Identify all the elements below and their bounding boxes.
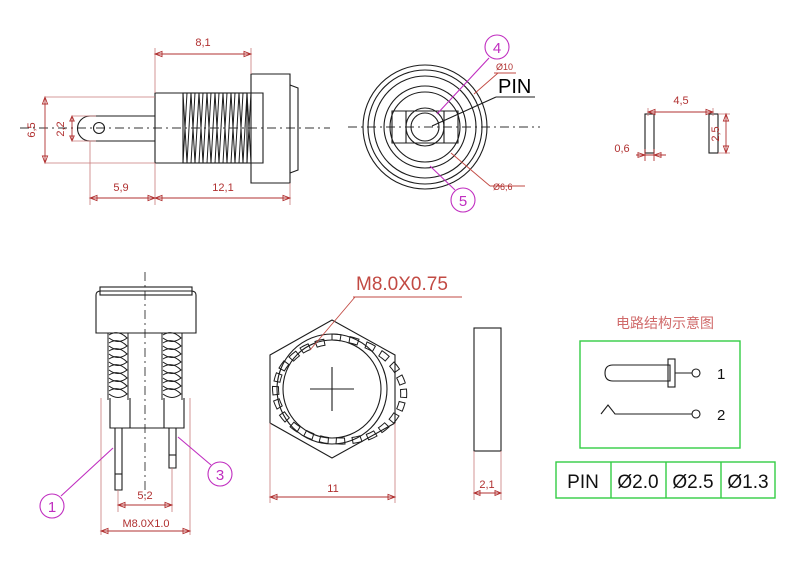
leader-dia10: Ø10 [473,62,516,95]
dimension-2-5: 2,5 [710,112,730,155]
terminal-symbol-1: 1 [604,358,725,388]
dimension-label-0-6: 0,6 [614,143,629,155]
dimension-label-8-1: 8,1 [195,37,210,49]
callout-4-label: 4 [493,40,501,57]
callout-1-circle[interactable] [39,493,65,519]
pin-shaft [90,115,155,142]
hex-nut-view: M8.0X0.75 11 [268,274,462,503]
dimension-8-1: 8,1 [153,37,253,93]
callout-1-label: 1 [48,499,56,516]
callout-4[interactable]: 4 [436,34,510,115]
callout-1[interactable]: 1 [39,447,114,519]
dimension-label-5-9: 5,9 [113,182,128,194]
dimension-label-2-2: 2,2 [55,121,67,136]
dimension-12-1: 12,1 [153,182,292,205]
keyway-rect [391,110,459,144]
leader-dia6-6: Ø6,6 [450,152,525,192]
outer-circle-1 [362,64,488,190]
terminal-2-label: 2 [717,407,725,424]
callout-5[interactable]: 5 [429,165,476,213]
outer-circle-4 [383,85,467,169]
label-m8x075: M8.0X0.75 [356,274,448,295]
dimension-m8x1: M8.0X1.0 [99,398,192,535]
dimension-label-6-5: 6,5 [26,122,38,137]
terminal-symbol-2: 2 [600,404,725,424]
spring-right [161,332,183,400]
dimension-label-11: 11 [327,483,338,495]
leg-body-left [109,398,131,429]
dimension-label-12-1: 12,1 [212,182,233,194]
leader-pin: PIN [431,76,535,127]
keyway-dividers [405,111,445,143]
dimension-label-5-2: 5,2 [137,490,152,502]
circuit-schematic-panel: 电路结构示意图 1 2 [579,315,741,449]
dimension-label-2-5: 2,5 [710,126,722,141]
front-circular-view: Ø10 PIN Ø6,6 4 5 [348,34,540,213]
washer-edge-view: 2,1 [472,327,503,500]
side-section-view: 8,1 6,5 2,2 5,9 [20,37,330,205]
spring-left [107,332,129,400]
circuit-panel-border [579,340,741,449]
terminal-blades-view: 4,5 0,6 2,5 [614,95,730,161]
outer-circle-5 [389,91,461,163]
dimension-label-m8x1: M8.0X1.0 [122,518,169,530]
pin-spec-table: PIN Ø2.0 Ø2.5 Ø1.3 [555,461,776,499]
leg-body-right [163,398,185,429]
callout-4-circle[interactable] [484,34,510,60]
label-pin: PIN [498,76,531,98]
leader-m8x075: M8.0X0.75 [309,274,462,351]
dimension-11: 11 [268,423,397,503]
pin-hole [92,121,106,135]
pin-tip [76,115,91,142]
outer-circle-2 [367,69,483,185]
callout-3[interactable]: 3 [177,436,233,487]
pin-right [168,428,177,469]
dimension-4-5: 4,5 [646,95,715,116]
callout-5-label: 5 [459,193,467,210]
flange-outline [250,73,291,184]
pin-table-cell-3: Ø1.3 [727,472,768,493]
blade-right [708,113,719,154]
dimension-5-2: 5,2 [116,468,174,512]
dimension-label-4-5: 4,5 [673,95,688,107]
dimension-label-2-1: 2,1 [479,479,494,491]
pin-left [114,428,123,491]
label-dia10: Ø10 [496,62,513,72]
label-dia6-6: Ø6,6 [493,182,513,192]
dimension-6-5: 6,5 [26,95,155,165]
callout-3-circle[interactable] [207,461,233,487]
pin-legs-view: 5,2 M8.0X1.0 1 3 [39,272,233,535]
dimension-2-2: 2,2 [55,114,96,143]
callout-3-label: 3 [216,467,224,484]
terminal-1-label: 1 [717,366,725,383]
rear-cap-outline [289,84,299,174]
dimension-2-1: 2,1 [472,451,503,500]
nut-center-cross [310,367,354,411]
washer-outline [473,327,502,452]
circuit-panel-title: 电路结构示意图 [616,315,714,332]
inner-circle-2 [410,112,440,142]
pin-table-cell-2: Ø2.5 [672,472,713,493]
pin-table-cell-1: Ø2.0 [617,472,658,493]
dimension-0-6: 0,6 [614,143,666,161]
pin-table-cell-0: PIN [567,472,599,493]
flange-body [95,290,197,334]
nut-thread-hatch [271,333,408,445]
callout-5-circle[interactable] [450,187,476,213]
outer-circle-3 [373,75,477,179]
thread-hatching [182,92,252,164]
dimension-5-9: 5,9 [88,141,157,205]
blade-left [644,113,655,154]
